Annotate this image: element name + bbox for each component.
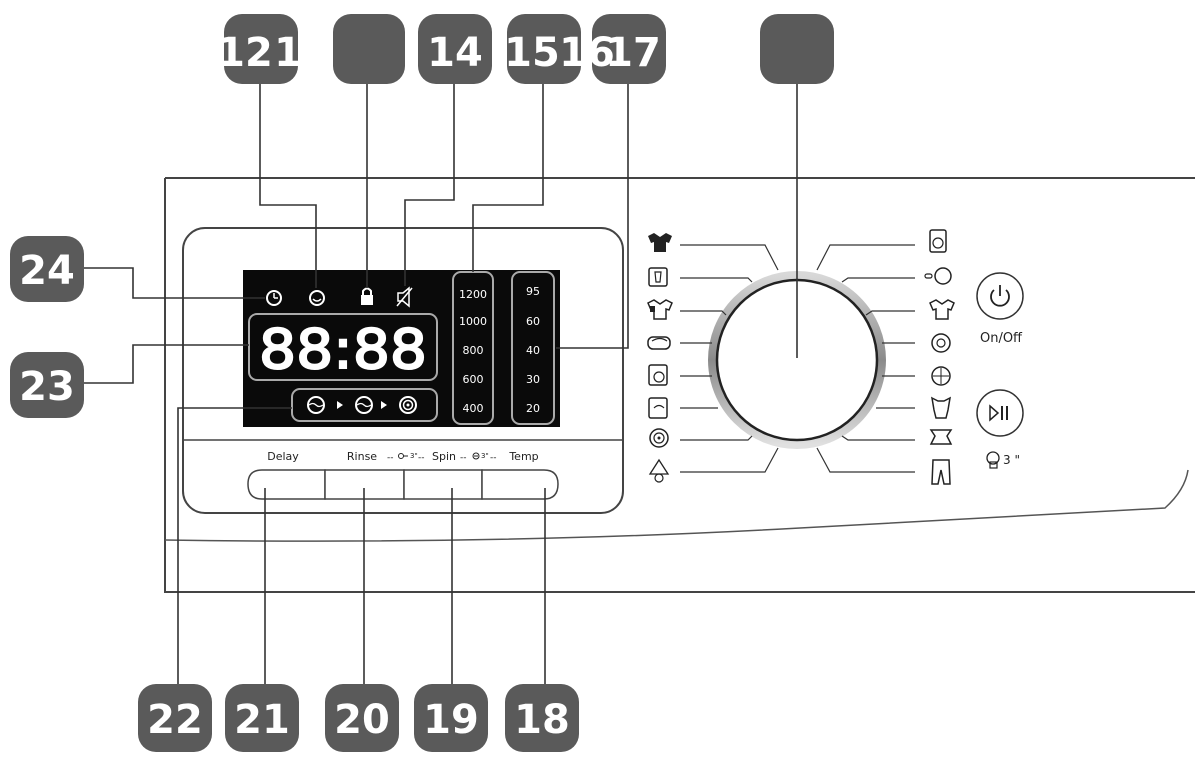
digit-box	[248, 313, 438, 381]
mix-program-icon[interactable]	[929, 229, 947, 253]
spin-speed-values: 1200 1000 800 600 400	[459, 288, 487, 415]
delay-button[interactable]	[247, 469, 326, 500]
synthetic-program-icon[interactable]	[648, 267, 668, 287]
child-lock-icon	[361, 287, 373, 305]
delicates-program-icon[interactable]	[929, 429, 953, 445]
callout-badge	[592, 14, 666, 84]
drum-clean-program-icon[interactable]	[648, 364, 668, 386]
callout-number: 18	[514, 697, 570, 743]
hygiene-program-icon[interactable]	[648, 458, 670, 483]
spin-phase-icon	[399, 396, 417, 414]
start-pause-button[interactable]	[976, 389, 1024, 437]
temp-value: 30	[526, 373, 540, 386]
combo2-label: 3"	[481, 452, 489, 460]
on-off-button[interactable]	[976, 272, 1024, 320]
combo1-label: 3"	[410, 452, 418, 460]
combo2-label-dash: --	[460, 453, 467, 463]
callout-number: 20	[334, 697, 390, 743]
mixed-program-icon[interactable]	[647, 299, 673, 320]
callout-badge	[418, 14, 492, 84]
callout-badge	[225, 684, 299, 752]
wool-program-icon[interactable]	[931, 366, 951, 386]
callout-badge	[10, 236, 84, 302]
rinse-phase-icon	[355, 396, 373, 414]
combo1-label-dash: --	[387, 453, 394, 463]
babywear-program-icon[interactable]	[931, 396, 951, 419]
arrow-icon	[337, 401, 343, 409]
spin-label: Spin	[432, 450, 456, 463]
temperature-box	[511, 271, 555, 425]
callout-badges	[10, 14, 834, 752]
on-off-label: On/Off	[980, 331, 1023, 346]
callout-number: 22	[147, 697, 203, 743]
callout-badge	[10, 352, 84, 418]
callout-badge	[507, 14, 581, 84]
phase-box	[291, 388, 438, 422]
callout-number: 23	[19, 364, 75, 410]
temp-value: 60	[526, 315, 540, 328]
callout-leader-lines	[75, 80, 798, 688]
mute-key-icon	[472, 452, 480, 460]
rinse-spin-program-icon[interactable]	[648, 397, 668, 419]
callout-badge	[138, 684, 212, 752]
callout-number: 19	[423, 697, 479, 743]
spin-program-icon[interactable]	[649, 428, 669, 448]
callout-number: 24	[19, 248, 75, 294]
delay-clock-icon	[266, 290, 282, 306]
combo2-label-dash2: --	[490, 453, 497, 463]
callout-badge	[414, 684, 488, 752]
callout-number: 12	[217, 30, 273, 76]
combo1-label-dash2: --	[418, 453, 425, 463]
spin-value: 1200	[459, 288, 487, 301]
callout-badge	[505, 684, 579, 752]
temp-button[interactable]	[481, 469, 559, 500]
lcd-digits: 88:88	[259, 318, 427, 381]
spin-value: 800	[463, 344, 484, 357]
baby-program-icon[interactable]	[924, 267, 952, 285]
hold-hand-icon	[986, 451, 1000, 469]
callout-number: 21	[234, 697, 290, 743]
spin-value: 600	[463, 373, 484, 386]
duvet-program-icon[interactable]	[647, 336, 671, 350]
display-housing	[182, 227, 624, 514]
arrow-icon	[381, 401, 387, 409]
wash-phase-icon	[307, 396, 325, 414]
jeans-program-icon[interactable]	[931, 459, 951, 485]
temp-label: Temp	[508, 450, 538, 463]
callout-numbers: 12 1 14 15 16 17 24 23 22 21 20 19 18	[19, 30, 661, 743]
callout-badge	[325, 684, 399, 752]
temp-value: 20	[526, 402, 540, 415]
shirt-program-icon[interactable]	[929, 299, 955, 320]
callout-number: 14	[427, 30, 483, 76]
lock-key-icon	[398, 453, 408, 459]
panel-bottom-curve	[164, 469, 1189, 542]
spin-button[interactable]	[403, 469, 483, 500]
panel-outline	[164, 177, 1195, 593]
callout-number: 1	[274, 30, 302, 76]
callout-badge	[760, 14, 834, 84]
callout-number: 17	[605, 30, 661, 76]
delay-label: Delay	[267, 450, 299, 463]
start-pause-hold-label: 3 "	[1003, 453, 1020, 467]
eco-smile-icon	[309, 290, 325, 306]
callout-number: 16	[559, 30, 615, 76]
temp-value: 40	[526, 344, 540, 357]
spin-value: 400	[463, 402, 484, 415]
callout-badge	[224, 14, 298, 84]
program-leader-lines	[680, 244, 915, 473]
temp-value: 95	[526, 285, 540, 298]
callout-number: 15	[504, 30, 560, 76]
callout-badge	[333, 14, 405, 84]
spin-value: 1000	[459, 315, 487, 328]
cotton-program-icon[interactable]	[648, 233, 672, 252]
rinse-label: Rinse	[347, 450, 377, 463]
sportswear-program-icon[interactable]	[931, 333, 951, 353]
mute-icon	[396, 286, 413, 308]
temperature-values: 95 60 40 30 20	[526, 285, 540, 415]
